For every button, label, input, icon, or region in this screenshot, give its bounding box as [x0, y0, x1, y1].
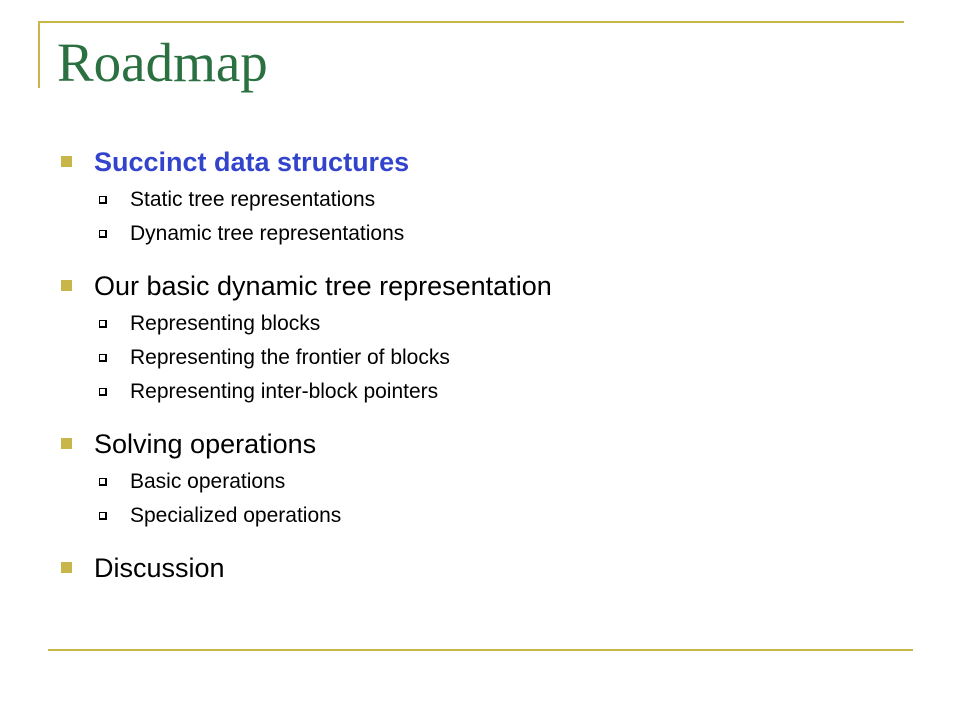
sub-bullet-item: Specialized operations	[58, 499, 918, 533]
sub-bullet-label: Representing blocks	[130, 312, 321, 335]
sub-bullet-label: Specialized operations	[130, 504, 342, 527]
frame-left-rule	[38, 21, 40, 88]
sub-bullet-item: Representing inter-block pointers	[58, 375, 918, 409]
sub-bullet-label: Basic operations	[130, 470, 286, 493]
hollow-square-bullet-icon	[99, 478, 107, 486]
sub-bullet-item: Basic operations	[58, 465, 918, 499]
sub-bullet-list: Static tree representations Dynamic tree…	[58, 183, 918, 251]
bullet-section-2: Our basic dynamic tree representation Re…	[58, 269, 918, 409]
frame-bottom-rule	[48, 649, 913, 651]
sub-bullet-label: Dynamic tree representations	[130, 222, 405, 245]
sub-bullet-item: Static tree representations	[58, 183, 918, 217]
bullet-section-3: Solving operations Basic operations Spec…	[58, 427, 918, 533]
square-bullet-icon	[61, 562, 72, 573]
square-bullet-icon	[61, 280, 72, 291]
hollow-square-bullet-icon	[99, 512, 107, 520]
bullet-section-4: Discussion	[58, 551, 918, 585]
bullet-label: Discussion	[94, 553, 225, 583]
hollow-square-bullet-icon	[99, 354, 107, 362]
square-bullet-icon	[61, 156, 72, 167]
slide-title: Roadmap	[57, 32, 268, 93]
hollow-square-bullet-icon	[99, 388, 107, 396]
sub-bullet-list: Basic operations Specialized operations	[58, 465, 918, 533]
hollow-square-bullet-icon	[99, 196, 107, 204]
sub-bullet-item: Representing the frontier of blocks	[58, 341, 918, 375]
bullet-label: Our basic dynamic tree representation	[94, 271, 552, 301]
hollow-square-bullet-icon	[99, 230, 107, 238]
sub-bullet-label: Static tree representations	[130, 188, 376, 211]
bullet-label: Succinct data structures	[94, 147, 410, 177]
bullet-item: Solving operations	[58, 427, 918, 461]
bullet-item: Succinct data structures	[58, 145, 918, 179]
bullet-section-1: Succinct data structures Static tree rep…	[58, 145, 918, 251]
sub-bullet-item: Dynamic tree representations	[58, 217, 918, 251]
bullet-item: Discussion	[58, 551, 918, 585]
bullet-item: Our basic dynamic tree representation	[58, 269, 918, 303]
sub-bullet-item: Representing blocks	[58, 307, 918, 341]
bullet-list: Succinct data structures Static tree rep…	[58, 145, 918, 585]
frame-top-rule	[38, 21, 904, 23]
sub-bullet-list: Representing blocks Representing the fro…	[58, 307, 918, 409]
sub-bullet-label: Representing inter-block pointers	[130, 380, 439, 403]
sub-bullet-label: Representing the frontier of blocks	[130, 346, 450, 369]
hollow-square-bullet-icon	[99, 320, 107, 328]
bullet-label: Solving operations	[94, 429, 317, 459]
square-bullet-icon	[61, 438, 72, 449]
